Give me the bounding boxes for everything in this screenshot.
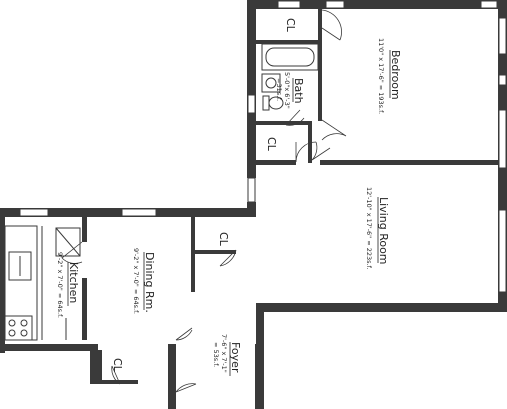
kitchen-label: Kitchen 9'-2" x 7'-0" = 64s.f. <box>56 252 80 318</box>
closet-labels: CL CL CL CL <box>111 18 297 373</box>
bath-sink <box>261 73 281 93</box>
foyer-closet-label: CL <box>111 358 124 373</box>
fixtures <box>4 43 319 341</box>
living-room-dims: 12'-10" x 17'-6" = 223s.f. <box>365 187 373 270</box>
living-room-label: Living Room 12'-10" x 17'-6" = 223s.f. <box>365 187 390 270</box>
bath-name: Bath <box>292 78 305 104</box>
bath-dims-1: 5'-0"x 6'-3" <box>283 72 291 109</box>
refrigerator <box>55 227 81 257</box>
dining-name: Dining Rm. <box>143 252 156 313</box>
foyer-dims-1: 7'-6" x 7'-1" <box>220 334 228 373</box>
dining-dims: 9'-2" x 7'-0" = 64s.f. <box>132 248 140 314</box>
foyer-name: Foyer <box>229 342 242 373</box>
bath-dims-2: =31s.f. <box>275 78 283 101</box>
windows <box>19 0 507 293</box>
kitchen-dims: 9'-2" x 7'-0" = 64s.f. <box>56 252 64 318</box>
foyer-label: Foyer 7'-6" x 7'-1" = 53s.f. <box>212 334 242 376</box>
stove <box>4 315 33 341</box>
foyer-dims-2: = 53s.f. <box>212 342 220 367</box>
bedroom-closet-label: CL <box>284 18 297 33</box>
bath-closet-label: CL <box>265 137 278 152</box>
bedroom-name: Bedroom <box>389 50 402 100</box>
toilet <box>262 95 270 111</box>
dining-label: Dining Rm. 9'-2" x 7'-0" = 64s.f. <box>132 248 156 314</box>
dining-closet-label: CL <box>217 232 230 247</box>
bedroom-dims: 11'0" x 17'-6" = 193s.f. <box>377 38 385 114</box>
living-room-name: Living Room <box>377 197 390 265</box>
bath-label: Bath 5'-0"x 6'-3" =31s.f. <box>275 72 305 109</box>
doors <box>61 9 347 393</box>
bedroom-label: Bedroom 11'0" x 17'-6" = 193s.f. <box>377 38 402 114</box>
kitchen-name: Kitchen <box>67 262 80 303</box>
room-labels: Bedroom 11'0" x 17'-6" = 193s.f. Living … <box>56 38 402 376</box>
